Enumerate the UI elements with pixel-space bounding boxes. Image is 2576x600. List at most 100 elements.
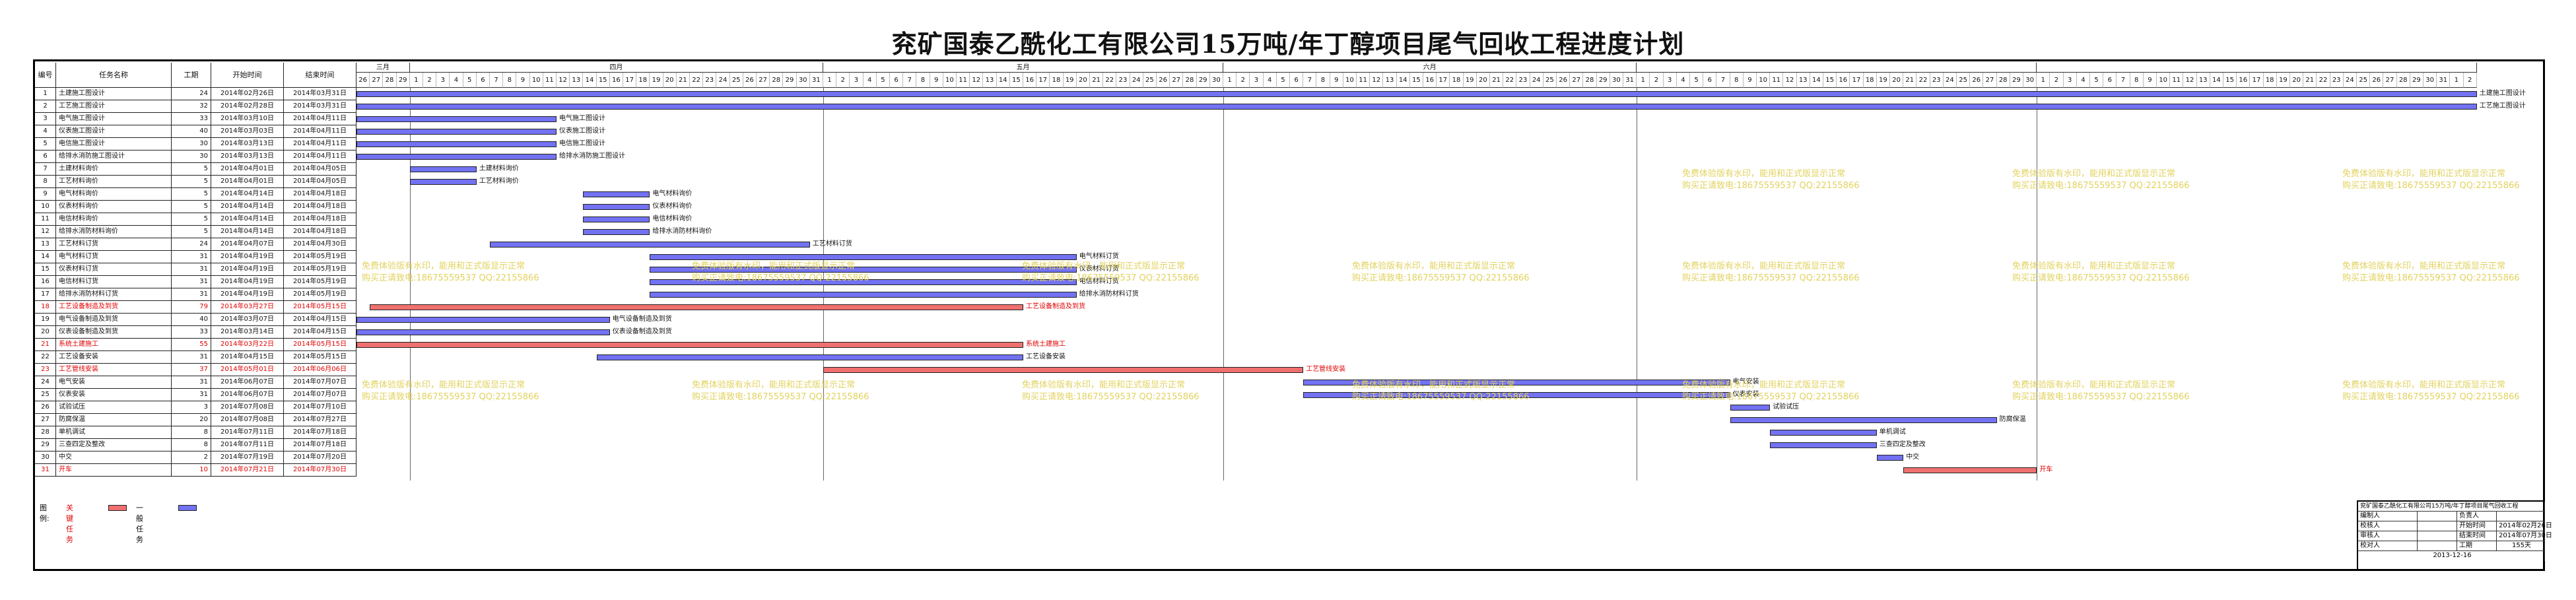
task-duration: 31 [172, 276, 211, 288]
timeline-month [2037, 63, 2477, 73]
timeline-day: 12 [1783, 73, 1797, 88]
timeline-day: 7 [2117, 73, 2130, 88]
timeline-day: 31 [1623, 73, 1637, 88]
timeline-day: 13 [1383, 73, 1397, 88]
watermark-text: 免费体验版有水印，能用和正式版显示正常购买正请致电:18675559537 QQ… [692, 380, 869, 403]
task-start: 2014年03月13日 [211, 150, 284, 163]
watermark-line1: 免费体验版有水印，能用和正式版显示正常 [692, 261, 856, 271]
timeline-day: 11 [1357, 73, 1371, 88]
watermark-line2: 购买正请致电:18675559537 QQ:22155866 [362, 273, 539, 283]
watermark-line2: 购买正请致电:18675559537 QQ:22155866 [2012, 392, 2190, 402]
col-header-name: 任务名称 [56, 63, 172, 88]
task-duration: 8 [172, 426, 211, 439]
task-duration: 3 [172, 401, 211, 414]
task-bar [823, 367, 1304, 373]
timeline-day: 4 [1263, 73, 1277, 88]
timeline-day: 28 [1996, 73, 2010, 88]
timeline-day: 26 [1557, 73, 1571, 88]
task-duration: 55 [172, 339, 211, 351]
task-number: 8 [35, 176, 56, 188]
task-start: 2014年07月08日 [211, 401, 284, 414]
task-start: 2014年03月27日 [211, 301, 284, 314]
timeline-day: 4 [863, 73, 877, 88]
task-bar [583, 229, 650, 235]
timeline-day: 26 [1157, 73, 1170, 88]
timeline-day: 30 [1209, 73, 1223, 88]
task-end: 2014年03月31日 [284, 100, 356, 113]
task-duration: 31 [172, 251, 211, 263]
timeline-day: 7 [903, 73, 917, 88]
timeline-day: 31 [809, 73, 823, 88]
timeline-day: 21 [676, 73, 690, 88]
month-divider [1223, 88, 1224, 481]
task-end: 2014年07月18日 [284, 426, 356, 439]
timeline-day: 22 [1103, 73, 1117, 88]
task-duration: 5 [172, 176, 211, 188]
task-name: 仪表材料订货 [56, 263, 172, 276]
task-number: 31 [35, 464, 56, 477]
task-number: 23 [35, 364, 56, 376]
timeline-day: 17 [2250, 73, 2264, 88]
task-name: 电信施工图设计 [56, 138, 172, 150]
task-bar-label: 工艺施工图设计 [2479, 102, 2526, 110]
timeline-day: 9 [1743, 73, 1757, 88]
task-duration: 5 [172, 188, 211, 201]
timeline-day: 29 [1596, 73, 1610, 88]
info-duration-value: 155天 [2497, 541, 2545, 551]
task-duration: 8 [172, 439, 211, 451]
watermark-text: 免费体验版有水印，能用和正式版显示正常购买正请致电:18675559537 QQ… [2342, 168, 2520, 192]
task-duration: 2 [172, 451, 211, 464]
task-start: 2014年07月19日 [211, 451, 284, 464]
task-number: 6 [35, 150, 56, 163]
timeline-day: 27 [2383, 73, 2397, 88]
watermark-line2: 购买正请致电:18675559537 QQ:22155866 [2012, 181, 2190, 191]
timeline-day: 21 [2303, 73, 2317, 88]
timeline-day: 14 [583, 73, 597, 88]
task-name: 给排水消防材料询价 [56, 226, 172, 238]
info-compiler-label: 编制人 [2358, 512, 2418, 521]
task-name: 开车 [56, 464, 172, 477]
timeline-month: 五月 [823, 63, 1223, 73]
timeline-day: 24 [2343, 73, 2357, 88]
timeline-day: 25 [1543, 73, 1557, 88]
task-start: 2014年04月14日 [211, 213, 284, 226]
task-end: 2014年07月07日 [284, 376, 356, 389]
task-bar-label: 工艺设备制造及到货 [1026, 303, 1085, 310]
col-header-dur: 工期 [172, 63, 211, 88]
task-number: 26 [35, 401, 56, 414]
watermark-line2: 购买正请致电:18675559537 QQ:22155866 [2342, 181, 2520, 191]
timeline-day: 11 [2170, 73, 2184, 88]
task-bar-label: 土建材料询价 [479, 165, 519, 172]
timeline-day: 2 [2050, 73, 2064, 88]
task-number: 16 [35, 276, 56, 288]
info-reviewer-value [2418, 531, 2457, 541]
col-header-end: 结束时间 [284, 63, 356, 88]
task-duration: 40 [172, 125, 211, 138]
info-end-label: 结束时间 [2457, 531, 2497, 541]
timeline-day: 24 [1943, 73, 1957, 88]
info-duration-label: 工期 [2457, 541, 2497, 551]
task-end: 2014年06月06日 [284, 364, 356, 376]
task-start: 2014年04月19日 [211, 263, 284, 276]
timeline-day: 29 [1196, 73, 1210, 88]
timeline-day: 28 [770, 73, 784, 88]
task-start: 2014年03月22日 [211, 339, 284, 351]
task-number: 7 [35, 163, 56, 176]
task-start: 2014年04月01日 [211, 176, 284, 188]
timeline-day: 8 [916, 73, 930, 88]
task-end: 2014年05月15日 [284, 339, 356, 351]
legend-normal-label: 一般任务 [136, 504, 143, 544]
task-duration: 5 [172, 213, 211, 226]
timeline-day: 22 [1916, 73, 1930, 88]
timeline-day: 30 [796, 73, 810, 88]
timeline-day: 26 [743, 73, 757, 88]
task-end: 2014年04月18日 [284, 213, 356, 226]
task-bar [356, 141, 557, 147]
timeline-day: 25 [729, 73, 743, 88]
timeline-day: 6 [890, 73, 904, 88]
task-number: 9 [35, 188, 56, 201]
task-bar [370, 304, 1023, 310]
timeline-day: 4 [2076, 73, 2090, 88]
timeline-day: 19 [1876, 73, 1890, 88]
task-start: 2014年03月07日 [211, 314, 284, 326]
